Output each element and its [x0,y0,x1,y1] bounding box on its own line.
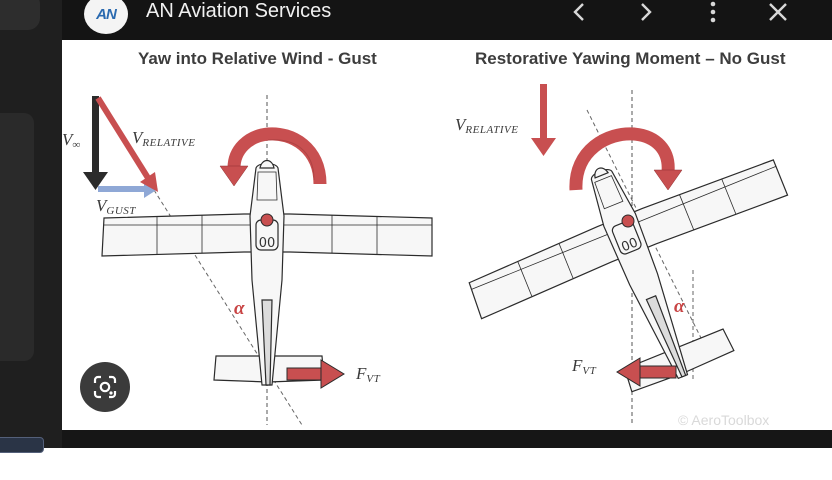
background-card [0,0,40,30]
v-relative-arrow [531,84,556,156]
svg-text:00: 00 [259,236,276,251]
diagram-title-right: Restorative Yawing Moment – No Gust [475,49,786,68]
side-force-arrow-left [286,359,345,389]
background-chip [0,437,44,453]
fvt-label: FVT [572,356,597,377]
image-viewer: AN AN Aviation Services [62,0,832,448]
v-infinity-label: V∞ [62,130,81,151]
v-relative-label: VRELATIVE [132,128,196,149]
logo-text: AN [96,5,117,23]
close-icon [769,3,787,21]
google-lens-button[interactable] [80,362,130,412]
viewer-header: AN AN Aviation Services [62,0,832,40]
watermark: © AeroToolbox [678,412,770,428]
alpha-label: α [234,298,245,319]
alpha-label: α [674,296,685,317]
background-card [0,113,34,361]
airplane-left: 00 [101,159,433,386]
airplane-right: 00 [468,159,789,393]
viewer-bottom-strip [62,430,832,448]
yaw-curved-arrow [219,127,327,187]
v-relative-label: VRELATIVE [455,115,519,136]
side-force-arrow-right [616,357,677,387]
google-lens-icon [93,375,117,399]
more-vertical-icon [710,1,716,23]
relative-wind-line [153,189,303,426]
center-of-gravity-marker [260,213,274,227]
site-logo[interactable]: AN [84,0,128,34]
v-gust-label: VGUST [96,196,136,217]
center-of-gravity-marker [621,214,635,228]
close-button[interactable] [763,0,793,26]
restorative-curved-arrow [569,127,683,191]
more-options-button[interactable] [698,0,728,26]
aircraft-yaw-diagram: 00 [83,84,789,426]
next-button[interactable] [631,0,661,26]
diagram-title-left: Yaw into Relative Wind - Gust [138,49,377,68]
chevron-right-icon [641,3,652,21]
image-content[interactable]: 00 [62,40,832,430]
site-title[interactable]: AN Aviation Services [146,0,332,22]
fvt-label: FVT [356,364,381,385]
svg-text:00: 00 [619,235,640,255]
previous-button[interactable] [564,0,594,26]
v-relative-arrow [95,96,158,192]
chevron-left-icon [573,3,584,21]
v-infinity-arrow [83,96,108,190]
